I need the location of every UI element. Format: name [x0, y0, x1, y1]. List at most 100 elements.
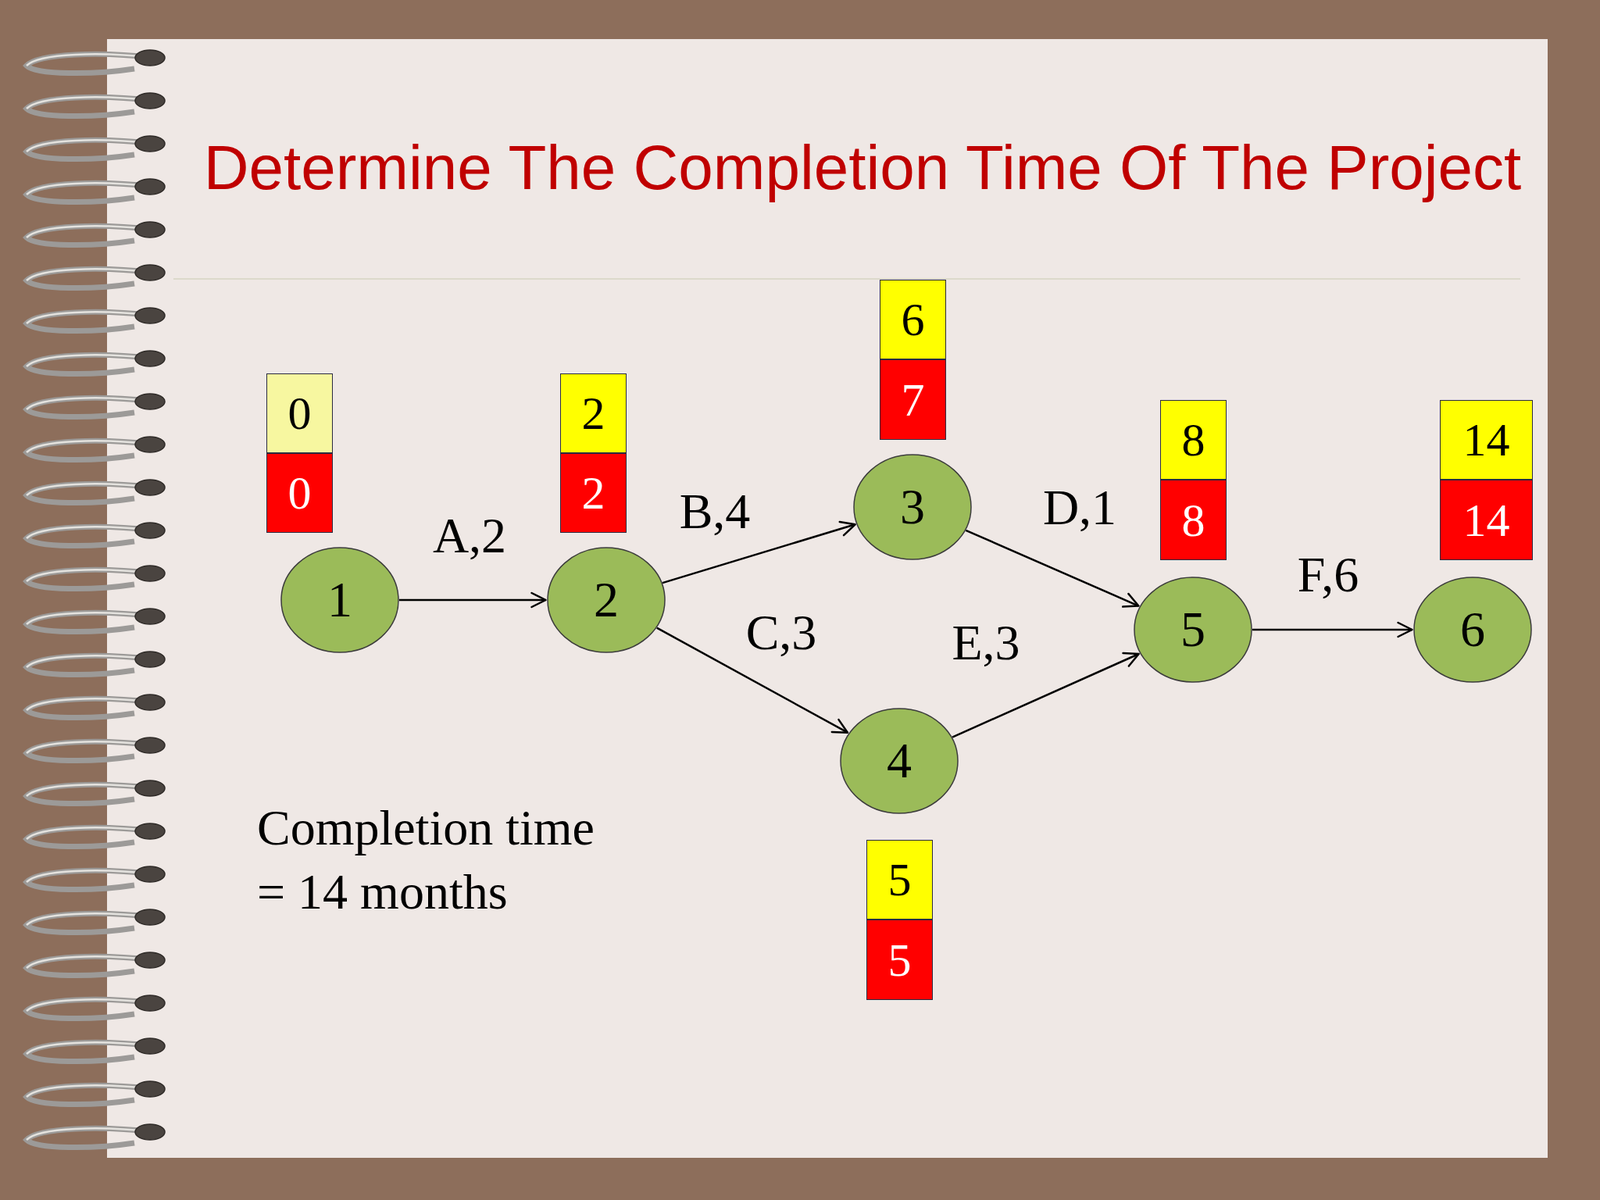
binding-ring — [26, 823, 165, 847]
ring-highlight — [26, 139, 154, 152]
binding-ring — [26, 264, 165, 289]
binding-ring — [26, 307, 165, 332]
binding-ring — [26, 522, 165, 547]
ring-wire — [26, 1128, 154, 1147]
ring-highlight — [26, 96, 154, 109]
ring-wire — [26, 397, 154, 417]
binding-ring — [26, 694, 165, 718]
ring-wire — [26, 268, 154, 288]
binding-hole — [135, 651, 165, 668]
ring-highlight — [26, 526, 154, 539]
activity-label: C,3 — [746, 605, 818, 661]
ring-highlight — [26, 913, 154, 925]
event-circle: 3 — [853, 453, 972, 561]
circle-fill — [547, 547, 665, 653]
ring-highlight — [26, 225, 154, 238]
time-value: 6 — [901, 293, 925, 346]
circle-fill — [1414, 577, 1532, 683]
binding-ring — [26, 50, 165, 74]
ring-highlight — [26, 397, 154, 410]
binding-ring — [26, 178, 165, 203]
ring-highlight — [26, 354, 154, 367]
binding-hole — [135, 1124, 165, 1140]
binding-hole — [135, 909, 165, 925]
title-rule — [173, 278, 1521, 280]
circle-fill — [1134, 577, 1252, 683]
time-value: 7 — [901, 374, 925, 426]
time-value: 0 — [288, 387, 312, 440]
time-value: 8 — [1182, 494, 1206, 547]
binding-ring — [26, 393, 165, 418]
ring-highlight — [26, 698, 154, 711]
circle-fill — [853, 454, 972, 560]
binding-ring — [26, 350, 165, 375]
time-value: 5 — [888, 934, 912, 986]
ring-wire — [26, 569, 154, 589]
binding-hole — [135, 866, 165, 883]
ring-wire — [26, 956, 154, 975]
time-cell: 5 — [866, 919, 933, 1000]
ring-wire — [26, 96, 154, 116]
ring-highlight — [26, 311, 154, 324]
event-circle: 4 — [839, 707, 959, 815]
time-value: 2 — [582, 467, 606, 519]
ring-highlight — [26, 569, 154, 582]
ring-wire — [26, 483, 154, 503]
time-cell: 6 — [879, 279, 947, 360]
binding-hole — [135, 436, 165, 453]
binding-hole — [135, 393, 165, 410]
time-cell: 2 — [560, 373, 627, 454]
binding-hole — [135, 50, 165, 66]
ring-wire — [26, 354, 154, 374]
ring-highlight — [26, 182, 154, 195]
activity-arrow — [399, 599, 547, 602]
activity-label: D,1 — [1042, 480, 1117, 536]
ring-wire — [26, 741, 154, 761]
time-cell: 14 — [1439, 479, 1533, 561]
ring-wire — [26, 655, 154, 675]
ring-highlight — [26, 784, 154, 797]
binding-hole — [135, 1038, 165, 1054]
ring-highlight — [26, 870, 154, 883]
time-cell: 14 — [1439, 400, 1533, 480]
ring-wire — [26, 827, 154, 847]
time-value: 14 — [1463, 414, 1511, 466]
ring-wire — [26, 526, 154, 546]
time-value: 0 — [288, 467, 312, 519]
binding-hole — [135, 479, 165, 496]
circle-fill — [840, 708, 958, 814]
binding-ring — [26, 737, 165, 761]
binding-ring — [26, 780, 165, 804]
ring-wire — [26, 225, 154, 245]
ring-highlight — [26, 655, 154, 668]
binding-ring — [26, 1124, 165, 1148]
activity-label: F,6 — [1297, 547, 1359, 603]
event-number: 4 — [886, 733, 912, 789]
time-cell: 8 — [1160, 400, 1227, 480]
binding-ring — [26, 909, 165, 933]
binding-hole — [135, 522, 165, 539]
time-cell: 0 — [266, 453, 333, 533]
binding-hole — [135, 565, 165, 582]
binding-hole — [135, 823, 165, 840]
ring-highlight — [26, 483, 154, 496]
ring-wire — [26, 698, 154, 718]
ring-wire — [26, 311, 154, 331]
ring-highlight — [26, 440, 154, 453]
time-value: 14 — [1463, 494, 1511, 547]
ring-wire — [26, 440, 154, 460]
binding-hole — [135, 307, 165, 324]
binding-hole — [135, 995, 165, 1011]
binding-ring — [26, 995, 165, 1019]
binding-hole — [135, 264, 165, 281]
ring-highlight — [26, 53, 154, 66]
ring-highlight — [26, 1128, 154, 1140]
ring-wire — [26, 784, 154, 804]
binding-ring — [26, 92, 165, 117]
binding-ring — [26, 866, 165, 890]
time-cell: 8 — [1160, 479, 1227, 561]
circle-fill — [281, 547, 399, 653]
binding-ring — [26, 479, 165, 504]
event-number: 2 — [593, 572, 619, 628]
ring-highlight — [26, 999, 154, 1011]
